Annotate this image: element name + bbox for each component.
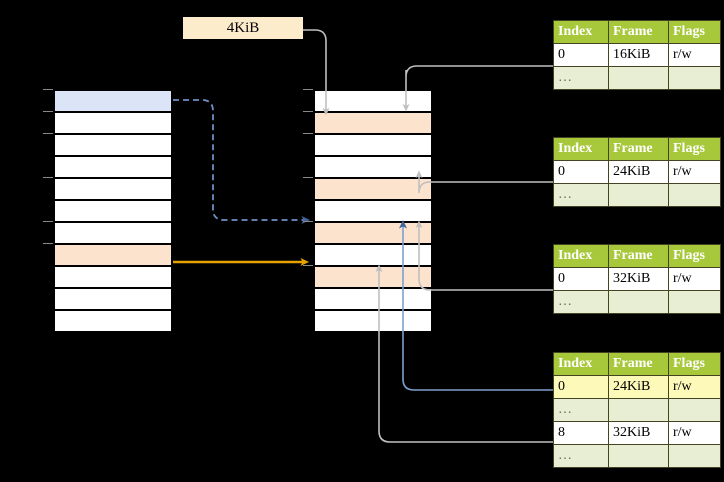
page-table-1-cell-1-2 (668, 66, 721, 90)
page-table-4-header-index: Index (553, 352, 609, 376)
wire-virtual-row0-to-physical-row6 (173, 99, 310, 224)
virtual-row-1 (54, 112, 172, 134)
page-table-4-cell-1-0: … (553, 398, 609, 422)
page-table-3-header-flags: Flags (668, 244, 721, 268)
page-table-2-header-flags: Flags (668, 137, 721, 161)
page-table-4-row: … (553, 444, 721, 468)
physical-row-10 (314, 310, 432, 332)
page-table-1-header-flags: Flags (668, 20, 721, 44)
page-table-3-header-frame: Frame (608, 244, 669, 268)
physical-row-7 (314, 244, 432, 266)
page-table-1-row: … (553, 66, 721, 90)
page-table-3-cell-0-1: 32KiB (608, 267, 669, 291)
page-table-1-cell-0-1: 16KiB (608, 43, 669, 67)
page-table-3-cell-1-1 (608, 290, 669, 314)
virtual-row-8 (54, 266, 172, 288)
physical-row-5 (314, 200, 432, 222)
physical-tick-8 (303, 265, 313, 266)
virtual-row-4 (54, 178, 172, 200)
page-table-2-cell-0-1: 24KiB (608, 160, 669, 184)
page-table-2-cell-0-2: r/w (668, 160, 721, 184)
physical-tick-6 (303, 221, 313, 222)
wire-page-table-3-to-physical-row6 (415, 220, 553, 291)
page-table-4-row: … (553, 398, 721, 422)
page-table-2-header-frame: Frame (608, 137, 669, 161)
physical-tick-4 (303, 177, 313, 178)
virtual-row-9 (54, 288, 172, 310)
page-table-4-cell-2-2: r/w (668, 421, 721, 445)
page-table-2-row: … (553, 183, 721, 207)
page-table-3-cell-0-2: r/w (668, 267, 721, 291)
page-table-3-row: … (553, 290, 721, 314)
physical-tick-2 (303, 133, 313, 134)
physical-tick-1 (303, 111, 313, 112)
virtual-tick-4 (43, 177, 53, 178)
page-table-4-cell-3-1 (608, 444, 669, 468)
page-table-1-cell-0-2: r/w (668, 43, 721, 67)
page-table-4-header-frame: Frame (608, 352, 669, 376)
page-table-4-header-flags: Flags (668, 352, 721, 376)
page-table-4-cell-3-0: … (553, 444, 609, 468)
page-table-4-cell-1-2 (668, 398, 721, 422)
virtual-row-0 (54, 90, 172, 112)
virtual-row-5 (54, 200, 172, 222)
physical-row-3 (314, 156, 432, 178)
page-table-1-header-frame: Frame (608, 20, 669, 44)
virtual-tick-0 (43, 89, 53, 90)
page-table-1-cell-0-0: 0 (553, 43, 609, 67)
virtual-row-3 (54, 156, 172, 178)
page-table-4-cell-0-0: 0 (553, 375, 609, 399)
page-table-4-cell-0-1: 24KiB (608, 375, 669, 399)
page-table-1-cell-1-1 (608, 66, 669, 90)
physical-row-2 (314, 134, 432, 156)
physical-memory-column (313, 89, 433, 332)
virtual-row-10 (54, 310, 172, 332)
physical-row-1 (314, 112, 432, 134)
physical-row-9 (314, 288, 432, 310)
physical-row-8 (314, 266, 432, 288)
virtual-row-2 (54, 134, 172, 156)
physical-tick-0 (303, 89, 313, 90)
virtual-tick-6 (43, 221, 53, 222)
virtual-row-7 (54, 244, 172, 266)
page-table-2-header-index: Index (553, 137, 609, 161)
page-table-4-cell-3-2 (668, 444, 721, 468)
page-table-3-header-index: Index (553, 244, 609, 268)
page-table-3-cell-1-0: … (553, 290, 609, 314)
virtual-row-6 (54, 222, 172, 244)
page-table-3-cell-0-0: 0 (553, 267, 609, 291)
physical-row-0 (314, 90, 432, 112)
physical-row-6 (314, 222, 432, 244)
virtual-tick-1 (43, 111, 53, 112)
virtual-tick-7 (43, 243, 53, 244)
virtual-address-space-column (53, 89, 173, 332)
page-table-1-cell-1-0: … (553, 66, 609, 90)
virtual-tick-2 (43, 133, 53, 134)
page-table-1-header-index: Index (553, 20, 609, 44)
page-table-2-cell-1-2 (668, 183, 721, 207)
page-table-4-cell-0-2: r/w (668, 375, 721, 399)
page-table-3-cell-1-2 (668, 290, 721, 314)
size-label-4kib: 4KiB (183, 17, 303, 39)
page-table-4-cell-2-0: 8 (553, 421, 609, 445)
page-table-4-cell-1-1 (608, 398, 669, 422)
page-table-2-cell-0-0: 0 (553, 160, 609, 184)
physical-row-4 (314, 178, 432, 200)
page-table-2-cell-1-1 (608, 183, 669, 207)
page-table-4-cell-2-1: 32KiB (608, 421, 669, 445)
page-table-2-cell-1-0: … (553, 183, 609, 207)
wire-page-table-2-to-physical-row4 (415, 170, 553, 194)
